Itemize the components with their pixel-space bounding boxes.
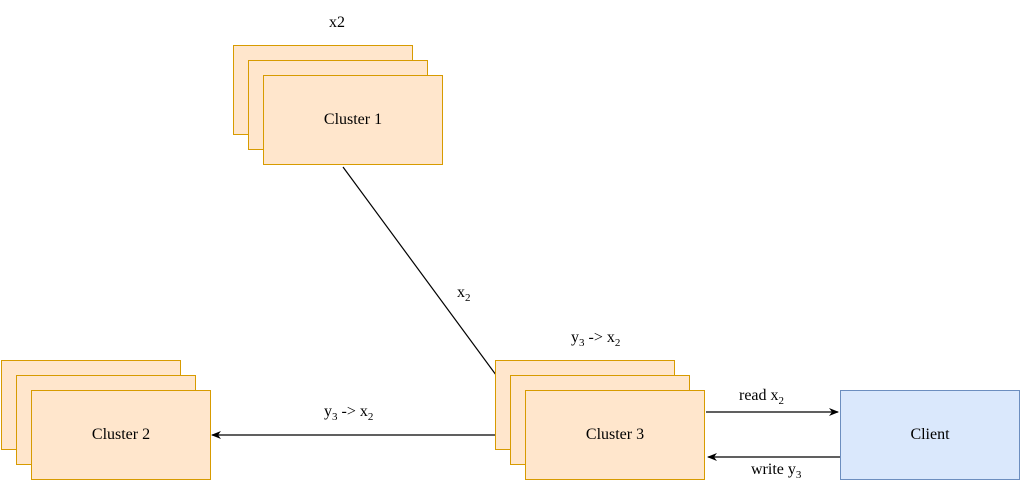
cluster1-stack-label: x2	[329, 14, 345, 31]
client-label: Client	[910, 426, 950, 443]
cluster1-label: Cluster 1	[323, 111, 383, 128]
cluster3-node[interactable]: Cluster 3	[525, 390, 705, 480]
edge-label-read: read x2	[739, 387, 785, 407]
cluster2-label: Cluster 2	[91, 426, 151, 443]
cluster1-node[interactable]: Cluster 1	[263, 75, 443, 165]
edge-label-c1-c3: x2	[457, 284, 471, 304]
edge-label-c3-c2: y3 -> x2	[324, 403, 374, 423]
client-node[interactable]: Client	[840, 390, 1020, 480]
edge-cluster1-to-cluster3	[342, 166, 525, 414]
cluster2-node[interactable]: Cluster 2	[31, 390, 211, 480]
cluster3-label: Cluster 3	[585, 426, 645, 443]
edge-label-write: write y3	[751, 461, 802, 481]
cluster3-stack-label: y3 -> x2	[571, 329, 621, 349]
